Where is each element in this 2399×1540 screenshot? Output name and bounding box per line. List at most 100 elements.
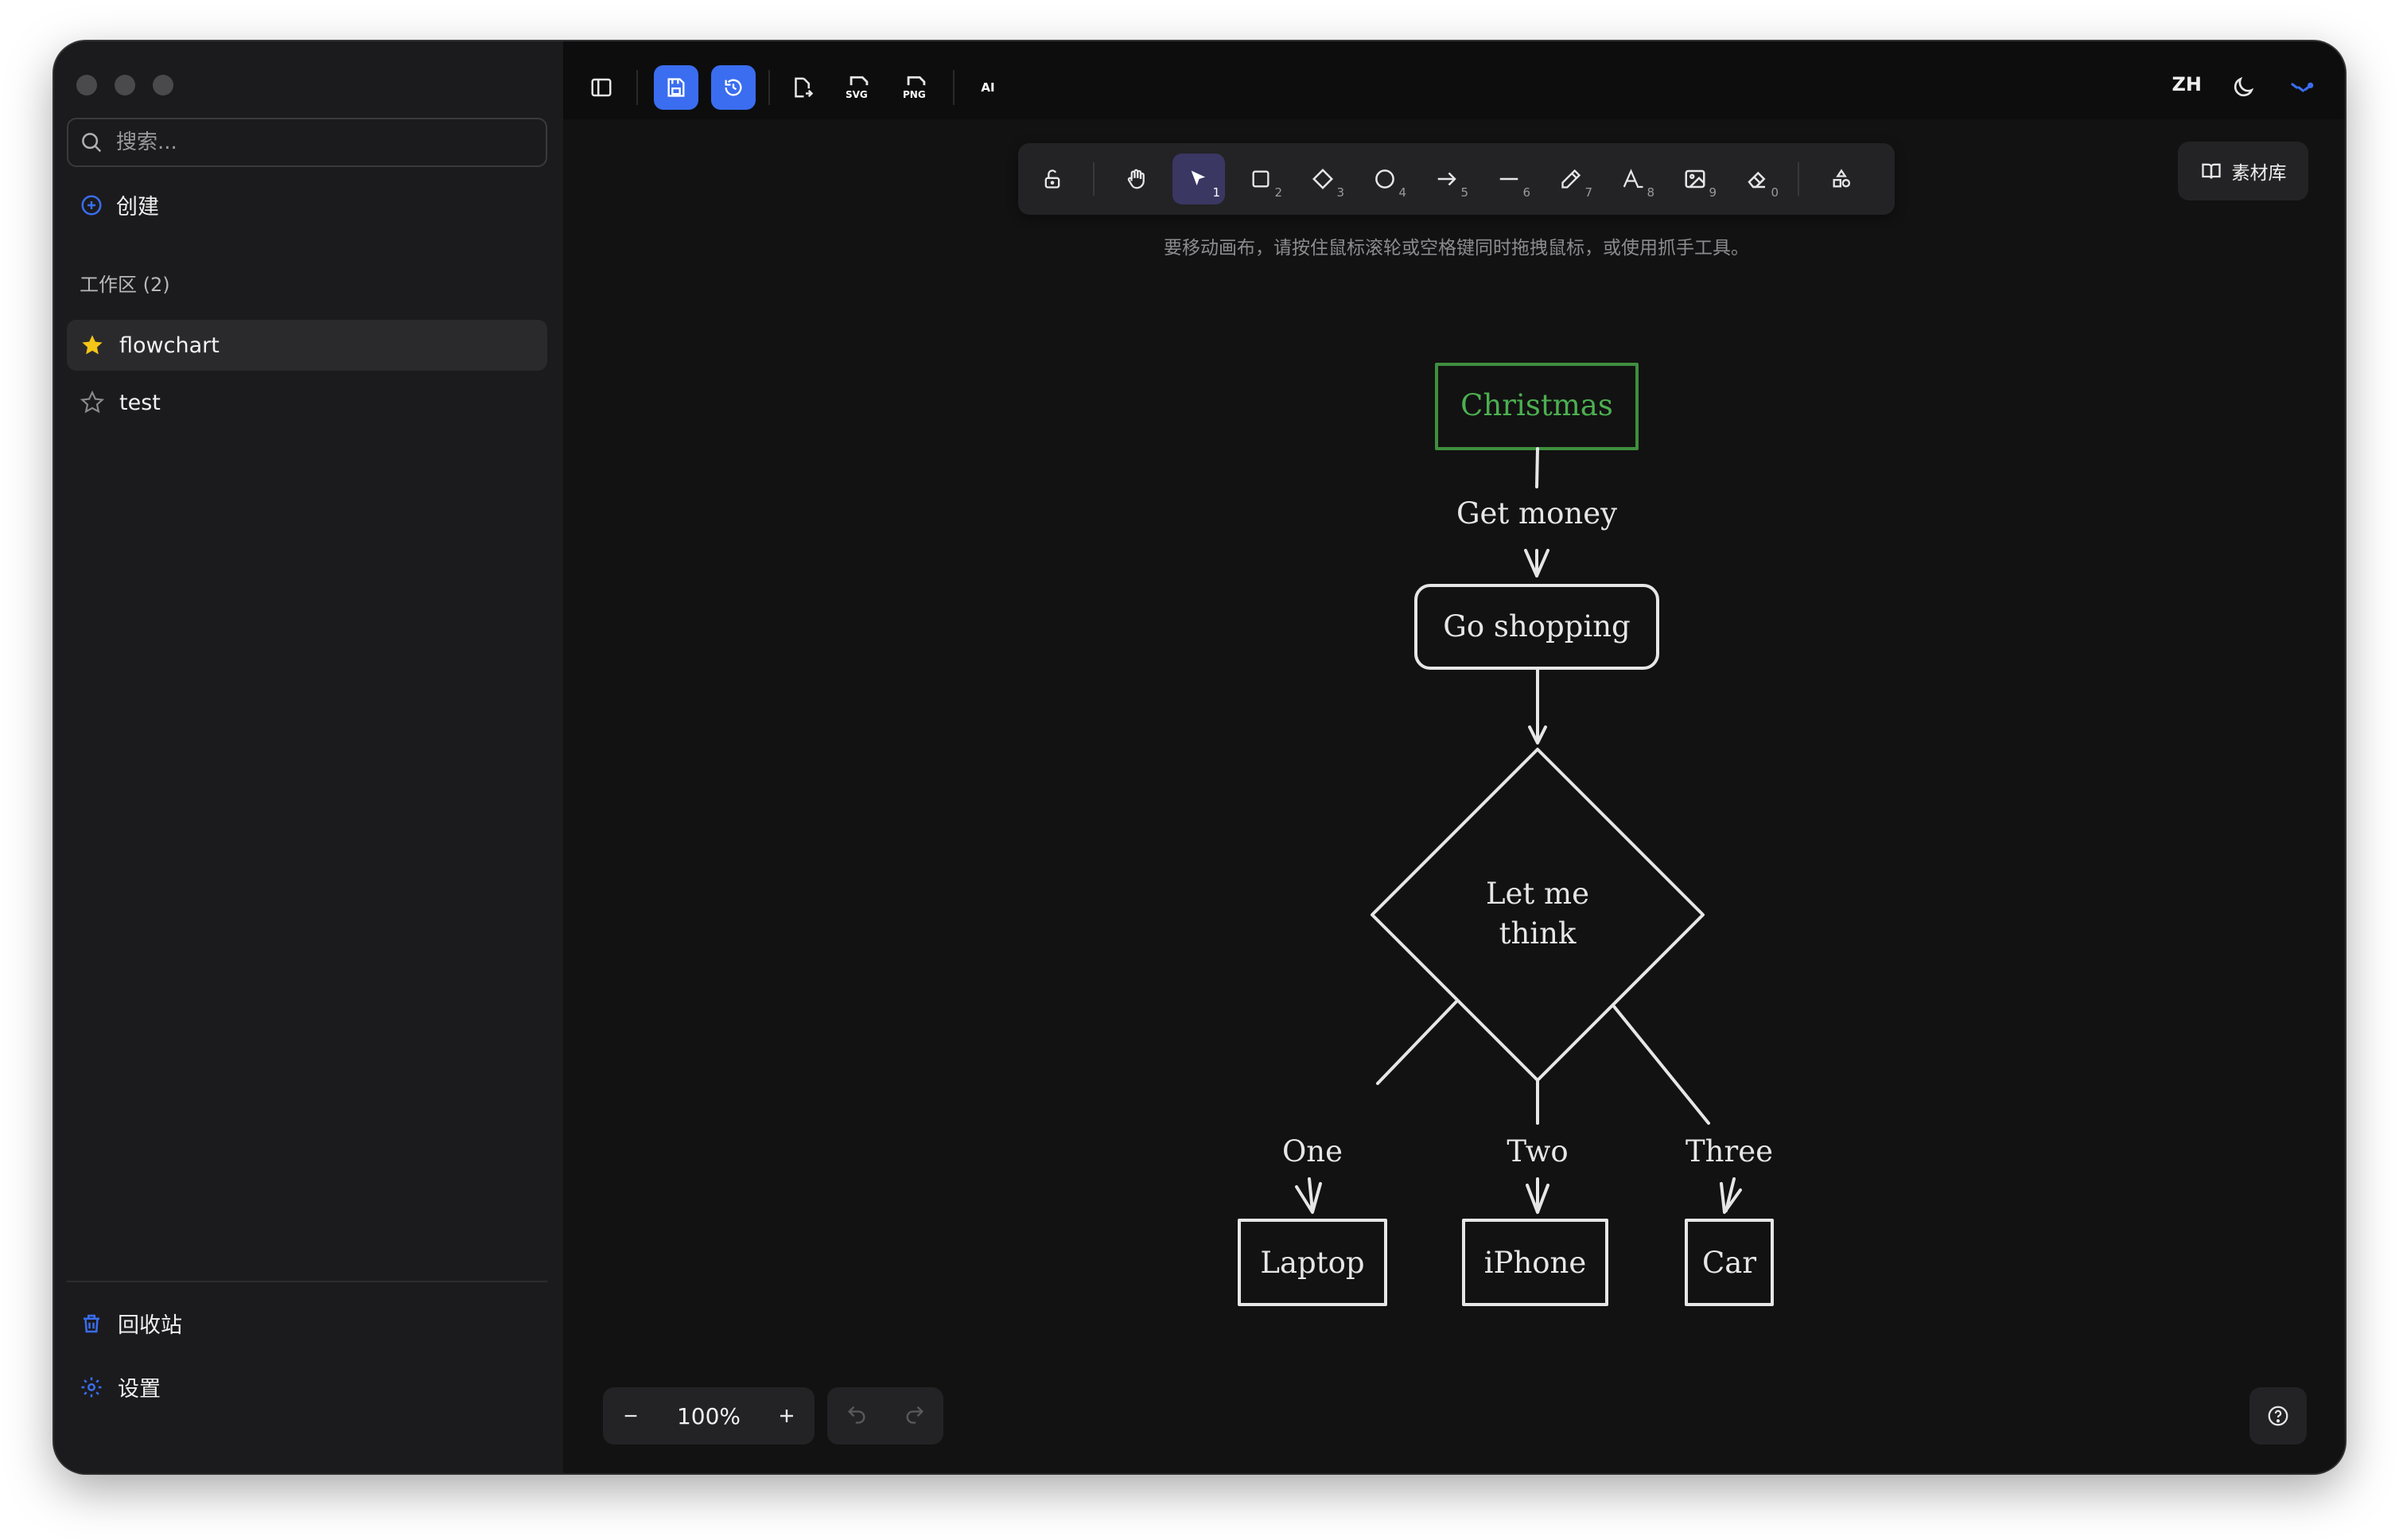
- settings-button[interactable]: 设置: [80, 1371, 161, 1402]
- text-icon: [1623, 169, 1643, 189]
- png-label: PNG: [903, 89, 926, 100]
- undo-button[interactable]: [846, 1403, 868, 1429]
- toolbar-divider: [768, 70, 770, 105]
- search-input[interactable]: [115, 130, 515, 155]
- shortcut-number: 3: [1336, 185, 1344, 200]
- tool-lock[interactable]: [1026, 154, 1079, 204]
- unlock-icon: [1044, 169, 1060, 189]
- iphone-node[interactable]: [1462, 1219, 1608, 1306]
- zoom-in-button[interactable]: [759, 1387, 815, 1445]
- save-icon: [667, 78, 685, 97]
- language-switch[interactable]: ZH: [2172, 73, 2203, 95]
- top-bar: SVG PNG AI ZH: [563, 41, 2345, 119]
- go-shopping-node[interactable]: [1414, 584, 1659, 670]
- tool-diamond[interactable]: 3: [1297, 154, 1349, 204]
- close-window-button[interactable]: [76, 75, 97, 95]
- shortcut-number: 5: [1460, 185, 1468, 200]
- tool-eraser[interactable]: 0: [1731, 154, 1783, 204]
- minimize-window-button[interactable]: [115, 75, 135, 95]
- arrow-three-car[interactable]: [1720, 1177, 1742, 1214]
- create-button[interactable]: 创建: [80, 189, 159, 220]
- workspace-item-flowchart[interactable]: flowchart: [67, 320, 547, 371]
- plus-circle-icon: [81, 195, 102, 215]
- toggle-sidebar-button[interactable]: [579, 65, 624, 110]
- eraser-icon: [1748, 171, 1766, 189]
- gear-icon: [81, 1377, 102, 1397]
- save-button[interactable]: [654, 65, 698, 110]
- arrow-one-laptop[interactable]: [1295, 1177, 1322, 1214]
- edge-money-shop[interactable]: [1524, 549, 1549, 578]
- shortcut-number: 2: [1274, 185, 1282, 200]
- tool-draw[interactable]: 7: [1545, 154, 1597, 204]
- search-box[interactable]: [67, 118, 547, 167]
- arrow-two-iphone[interactable]: [1526, 1177, 1549, 1214]
- laptop-label: Laptop: [1260, 1246, 1364, 1280]
- history-button[interactable]: [711, 65, 756, 110]
- drawing-canvas[interactable]: Christmas Get money Go shopping Let me t…: [563, 41, 2345, 1473]
- main-area: Christmas Get money Go shopping Let me t…: [563, 41, 2345, 1473]
- car-node[interactable]: [1685, 1219, 1774, 1306]
- decision-node[interactable]: [1371, 748, 1705, 1082]
- edge-shop-decision[interactable]: [1528, 668, 1547, 745]
- edge-christmas-money[interactable]: [1535, 447, 1539, 488]
- tool-image[interactable]: 9: [1669, 154, 1721, 204]
- export-file-button[interactable]: [780, 65, 824, 110]
- tool-hand[interactable]: [1110, 154, 1163, 204]
- zoom-out-button[interactable]: [603, 1387, 659, 1445]
- maximize-window-button[interactable]: [153, 75, 173, 95]
- search-icon: [82, 133, 102, 153]
- decision-label-line1: Let me: [1486, 877, 1589, 911]
- png-file-icon: PNG: [903, 74, 930, 101]
- car-label: Car: [1702, 1246, 1756, 1280]
- svg-file-icon: SVG: [846, 74, 873, 101]
- workspace-item-test[interactable]: test: [67, 377, 547, 428]
- github-button[interactable]: [2280, 65, 2324, 110]
- redo-button[interactable]: [904, 1403, 926, 1429]
- shortcut-number: 0: [1771, 185, 1779, 200]
- sidebar-divider: [67, 1281, 547, 1282]
- shortcut-number: 6: [1522, 185, 1530, 200]
- laptop-node[interactable]: [1238, 1219, 1387, 1306]
- trash-button[interactable]: 回收站: [80, 1308, 182, 1339]
- ai-label: AI: [981, 80, 995, 95]
- minus-icon: [624, 1414, 637, 1418]
- sidebar: 创建 工作区 (2) flowchart test 回收站 设置: [54, 41, 565, 1473]
- cursor-icon: [1191, 170, 1206, 186]
- history-icon: [725, 79, 742, 96]
- edge-decision-three[interactable]: [1612, 1004, 1710, 1125]
- workspace-section-title: 工作区 (2): [80, 274, 170, 296]
- edge-decision-one[interactable]: [1376, 999, 1459, 1085]
- create-label: 创建: [116, 195, 159, 220]
- shortcut-number: 8: [1647, 185, 1654, 200]
- tool-line[interactable]: 6: [1483, 154, 1535, 204]
- tool-ellipse[interactable]: 4: [1359, 154, 1411, 204]
- export-png-button[interactable]: PNG: [894, 65, 939, 110]
- drawing-toolbar: 1 2 3 4 5 6 7: [1018, 143, 1895, 215]
- book-icon: [2201, 163, 2221, 179]
- export-svg-button[interactable]: SVG: [837, 65, 881, 110]
- ai-button[interactable]: AI: [966, 65, 1010, 110]
- tool-arrow[interactable]: 5: [1421, 154, 1473, 204]
- arrow-right-icon: [1437, 172, 1456, 186]
- toolbar-divider: [1093, 162, 1095, 196]
- tool-rectangle[interactable]: 2: [1234, 154, 1287, 204]
- theme-toggle-button[interactable]: [2221, 65, 2265, 110]
- star-outline-icon: [80, 390, 105, 414]
- go-shopping-label: Go shopping: [1443, 609, 1630, 644]
- library-button[interactable]: 素材库: [2178, 142, 2308, 200]
- help-button[interactable]: [2249, 1387, 2307, 1445]
- app-window: 创建 工作区 (2) flowchart test 回收站 设置: [54, 41, 2345, 1473]
- shortcut-number: 9: [1709, 185, 1717, 200]
- tool-text[interactable]: 8: [1607, 154, 1659, 204]
- tool-selection[interactable]: 1: [1172, 154, 1225, 204]
- iphone-label: iPhone: [1484, 1246, 1587, 1280]
- moon-icon: [2234, 76, 2254, 97]
- workspace-label: test: [119, 390, 161, 415]
- image-icon: [1685, 169, 1705, 189]
- shortcut-number: 4: [1398, 185, 1406, 200]
- plus-icon: [780, 1410, 793, 1422]
- link-icon: [2291, 82, 2314, 92]
- hand-icon: [1127, 169, 1145, 189]
- zoom-level[interactable]: 100%: [676, 1402, 741, 1429]
- tool-more-shapes[interactable]: [1815, 154, 1868, 204]
